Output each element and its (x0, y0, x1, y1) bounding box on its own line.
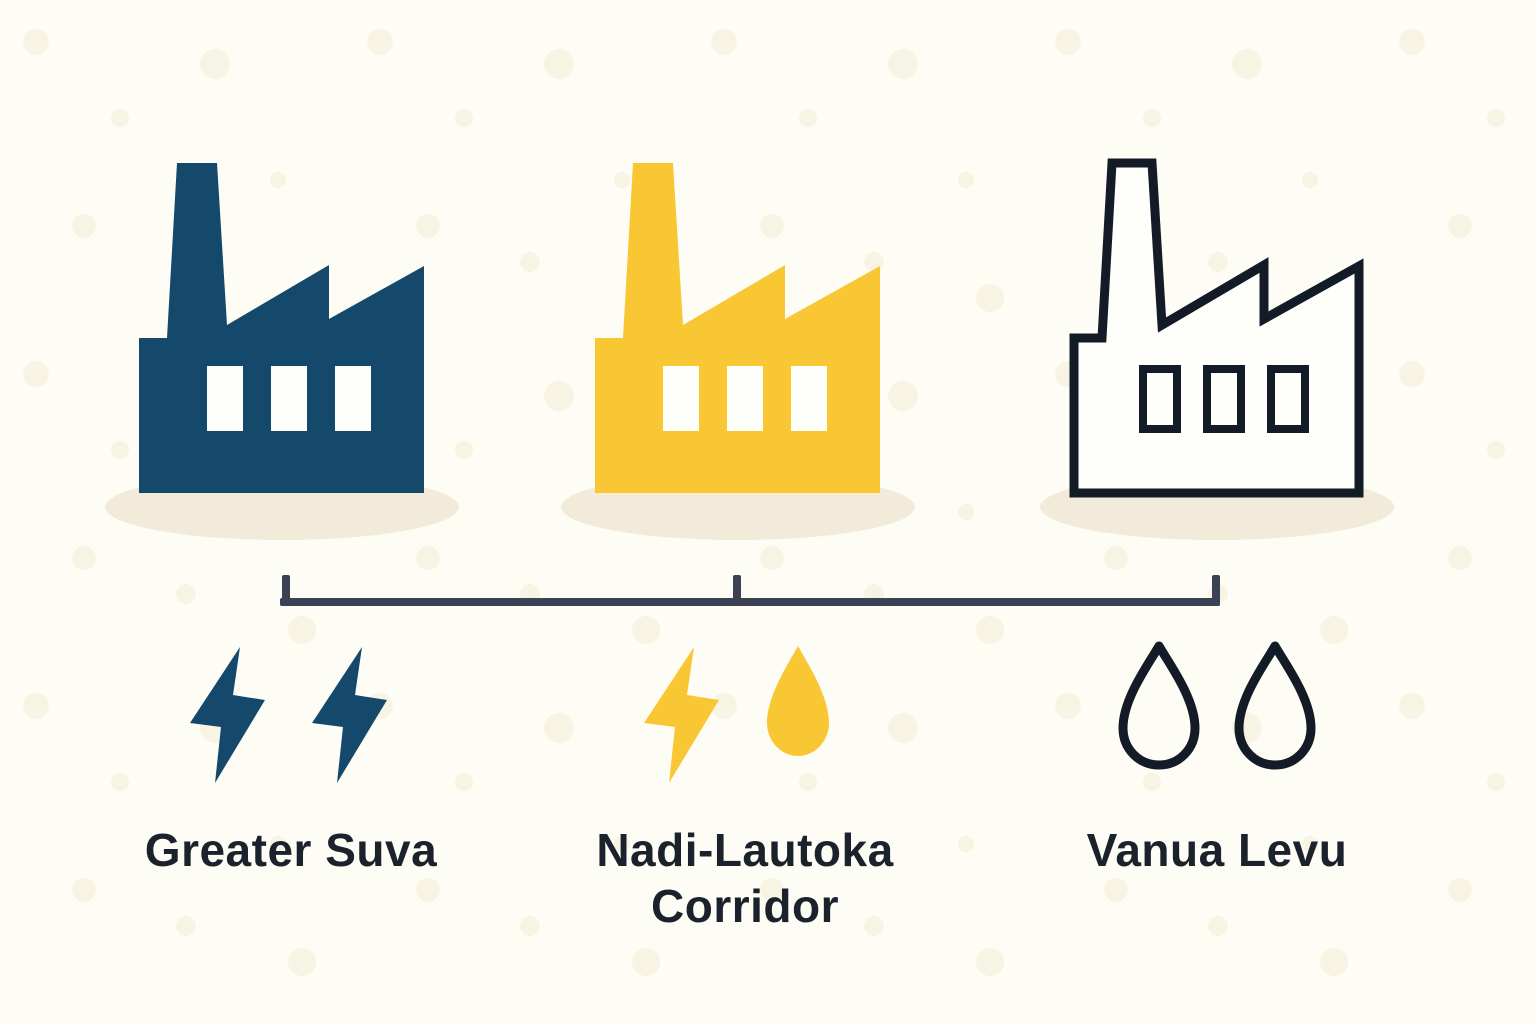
water-droplet-icon (767, 646, 829, 756)
factory-window (1267, 365, 1309, 433)
factory-silhouette (1069, 158, 1364, 498)
factory-icon-yellow (561, 163, 915, 540)
factory-window (727, 366, 763, 431)
factory-icon-outlined (1040, 158, 1394, 540)
factory-window (335, 366, 371, 431)
factory-silhouette (595, 163, 880, 493)
lightning-bolt-icon (312, 647, 387, 783)
water-droplet-outline-icon (1234, 641, 1316, 770)
region-label-greater-suva: Greater Suva (144, 824, 438, 876)
bracket-connector (280, 575, 1220, 606)
lightning-bolt-icon (644, 647, 719, 783)
factory-window (271, 366, 307, 431)
factory-window (1203, 365, 1245, 433)
bracket-bar (280, 598, 1220, 606)
factory-window (663, 366, 699, 431)
factory-window (791, 366, 827, 431)
bracket-tick-left (282, 575, 290, 606)
factory-icon-navy (105, 163, 459, 540)
lightning-bolt-icon (190, 647, 265, 783)
water-droplet-outline-icon (1118, 641, 1200, 770)
region-label-nadi-lautoka-corridor: Nadi-Lautoka Corridor (596, 824, 894, 932)
factory-silhouette (139, 163, 424, 493)
bracket-tick-middle (733, 575, 741, 606)
region-label-vanua-levu: Vanua Levu (1086, 824, 1348, 876)
factory-window (1139, 365, 1181, 433)
factory-window (207, 366, 243, 431)
bracket-tick-right (1212, 575, 1220, 606)
